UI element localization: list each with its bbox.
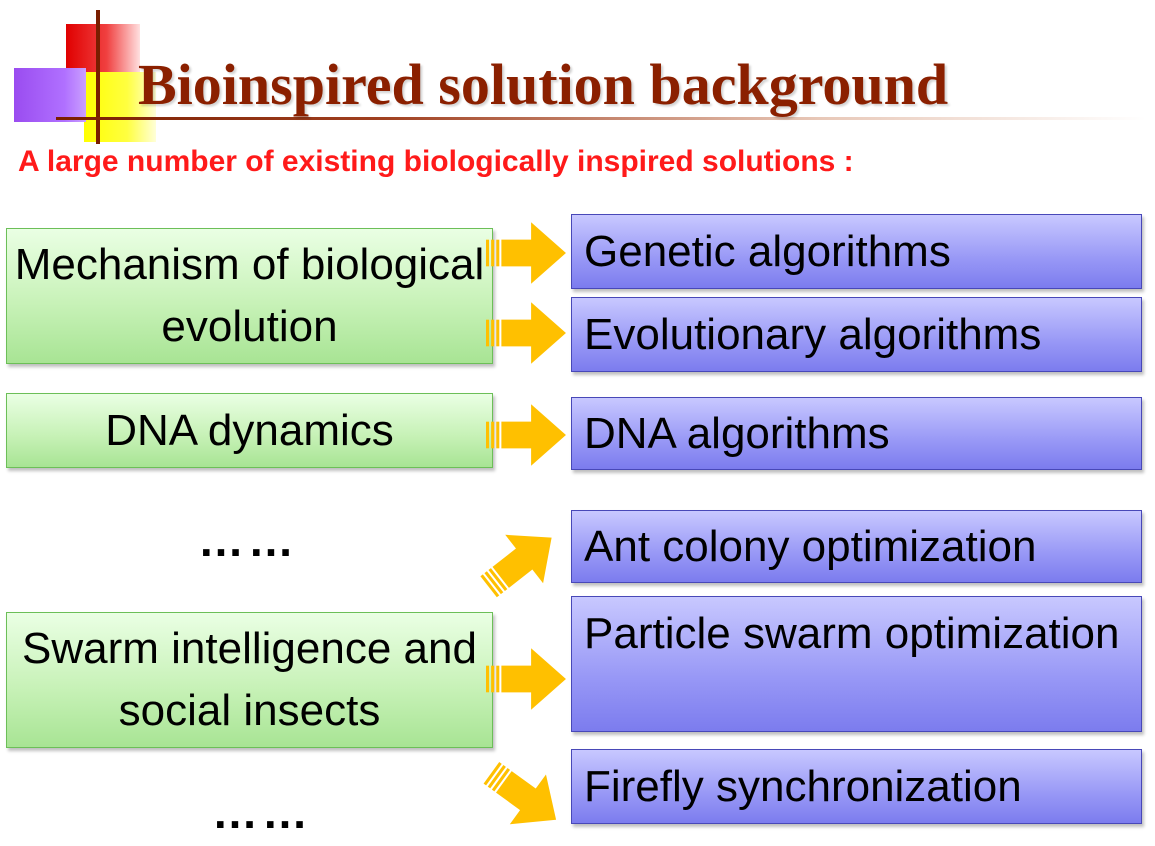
decor-purple-square (14, 68, 86, 122)
target-box-genetic: Genetic algorithms (571, 214, 1142, 289)
target-box-firefly: Firefly synchronization (571, 749, 1142, 824)
source-box-dna: DNA dynamics (6, 393, 493, 468)
target-box-ant-colony: Ant colony optimization (571, 510, 1142, 583)
arrow-up-right-icon (469, 513, 571, 612)
arrow-right-icon (486, 648, 566, 710)
arrow-right-icon (486, 404, 566, 466)
slide-subtitle: A large number of existing biologically … (18, 145, 854, 178)
arrow-right-icon (486, 222, 566, 284)
decor-vertical-line (96, 10, 100, 144)
ellipsis-2: …… (212, 786, 312, 838)
arrow-right-icon (486, 302, 566, 364)
arrow-down-right-icon (473, 747, 575, 845)
target-box-dna-algorithms: DNA algorithms (571, 397, 1142, 470)
decor-title-underline (56, 117, 1146, 120)
slide-title: Bioinspired solution background (138, 52, 949, 117)
source-box-swarm: Swarm intelligence and social insects (6, 612, 493, 748)
ellipsis-1: …… (198, 514, 298, 566)
target-box-pso: Particle swarm optimization (571, 596, 1142, 732)
target-box-evolutionary: Evolutionary algorithms (571, 297, 1142, 372)
source-box-evolution: Mechanism of biological evolution (6, 228, 493, 364)
